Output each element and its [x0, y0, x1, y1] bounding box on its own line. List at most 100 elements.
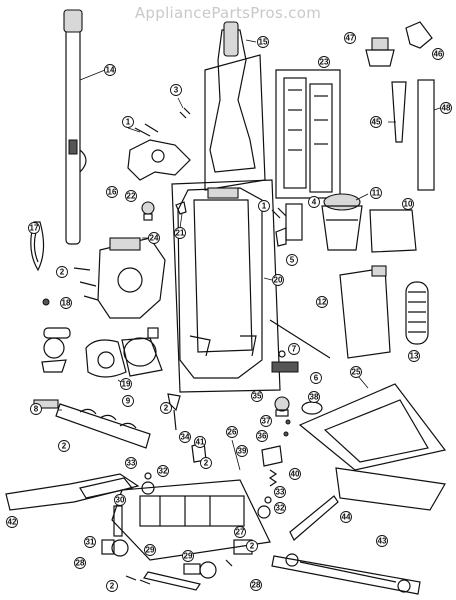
svg-text:2: 2 [164, 404, 169, 413]
callout-32b: 32 [274, 502, 286, 514]
callout-7: 7 [288, 343, 300, 355]
callout-18: 18 [60, 297, 72, 309]
callout-48: 48 [440, 102, 452, 114]
part-handle-housing [204, 21, 266, 191]
callout-14: 14 [104, 64, 116, 76]
svg-text:44: 44 [342, 513, 351, 522]
callout-39: 39 [236, 445, 248, 457]
part-filter-cartridge [275, 69, 341, 199]
callout-29a: 29 [144, 544, 156, 556]
svg-text:11: 11 [372, 189, 381, 198]
callout-22: 22 [125, 190, 137, 202]
callout-29b: 29 [182, 550, 194, 562]
svg-text:42: 42 [8, 518, 17, 527]
callout-44: 44 [340, 511, 352, 523]
part-handle-tube [63, 9, 106, 245]
callout-5: 5 [286, 254, 298, 266]
watermark: AppliancePartsPros.com [134, 4, 322, 22]
part-crevice-tool [388, 81, 407, 143]
part-latch-bracket [261, 445, 283, 467]
svg-text:29: 29 [184, 552, 193, 561]
callout-43: 43 [376, 535, 388, 547]
callout-13: 13 [408, 350, 420, 362]
callout-20: 20 [272, 274, 284, 286]
part-wheel-rear [257, 496, 272, 519]
callout-23: 23 [318, 56, 330, 68]
svg-text:32: 32 [276, 504, 285, 513]
callout-2b: 2 [58, 440, 70, 452]
part-latch [271, 203, 303, 247]
svg-text:8: 8 [34, 405, 39, 414]
part-dirt-cup [339, 265, 391, 359]
part-pedal [269, 319, 331, 373]
callout-26: 26 [226, 426, 238, 438]
callout-1b: 1 [258, 200, 270, 212]
svg-text:31: 31 [86, 538, 95, 547]
callout-19: 19 [120, 378, 132, 390]
callout-25: 25 [350, 366, 362, 378]
svg-text:14: 14 [106, 66, 115, 75]
callout-4: 4 [308, 196, 320, 208]
part-clip [175, 201, 187, 229]
callout-28a: 28 [74, 557, 86, 569]
callout-16: 16 [106, 186, 118, 198]
callout-28b: 28 [250, 579, 262, 591]
svg-text:2: 2 [110, 582, 115, 591]
callout-2c: 2 [160, 402, 172, 414]
part-roller-right [183, 561, 217, 579]
part-dirt-cup-filter [321, 193, 369, 251]
part-screws-bottom [125, 559, 233, 585]
svg-text:40: 40 [291, 470, 300, 479]
part-hinge [167, 393, 181, 431]
part-agitator-knob [274, 396, 290, 417]
part-power-cord [30, 221, 45, 272]
svg-text:39: 39 [238, 447, 247, 456]
callout-2e: 2 [246, 540, 258, 552]
svg-text:2: 2 [62, 442, 67, 451]
callout-6: 6 [310, 372, 322, 384]
part-wheel-front [141, 472, 155, 495]
part-main-body [171, 179, 281, 393]
svg-text:23: 23 [320, 58, 329, 67]
callout-21: 21 [174, 227, 186, 239]
svg-text:35: 35 [253, 392, 262, 401]
svg-text:18: 18 [62, 299, 71, 308]
svg-text:37: 37 [262, 417, 271, 426]
svg-text:32: 32 [159, 467, 168, 476]
svg-text:5: 5 [290, 256, 295, 265]
svg-text:7: 7 [292, 345, 297, 354]
callout-2d: 2 [200, 457, 212, 469]
callout-35: 35 [251, 390, 263, 402]
callout-36: 36 [256, 430, 268, 442]
svg-text:45: 45 [372, 118, 381, 127]
svg-text:22: 22 [127, 192, 136, 201]
callout-40: 40 [289, 468, 301, 480]
callout-9: 9 [122, 395, 134, 407]
part-small-screws [283, 419, 291, 437]
svg-text:1: 1 [262, 202, 267, 211]
part-belt [301, 401, 323, 415]
svg-text:26: 26 [228, 428, 237, 437]
callout-11: 11 [370, 187, 382, 199]
callout-47: 47 [344, 32, 356, 44]
callout-24: 24 [148, 232, 160, 244]
callout-33a: 33 [125, 457, 137, 469]
callout-2a: 2 [56, 266, 68, 278]
part-base [111, 439, 271, 561]
svg-text:48: 48 [442, 104, 451, 113]
callout-32a: 32 [157, 465, 169, 477]
svg-text:30: 30 [116, 496, 125, 505]
svg-text:21: 21 [176, 229, 185, 238]
svg-text:33: 33 [127, 459, 136, 468]
svg-text:20: 20 [274, 276, 283, 285]
svg-text:13: 13 [410, 352, 419, 361]
callout-42: 42 [6, 516, 18, 528]
svg-text:46: 46 [434, 50, 443, 59]
callout-31: 31 [84, 536, 96, 548]
part-screws [177, 97, 191, 119]
callout-8: 8 [30, 403, 42, 415]
svg-text:36: 36 [258, 432, 267, 441]
svg-text:2: 2 [60, 268, 65, 277]
part-spring [268, 469, 278, 487]
